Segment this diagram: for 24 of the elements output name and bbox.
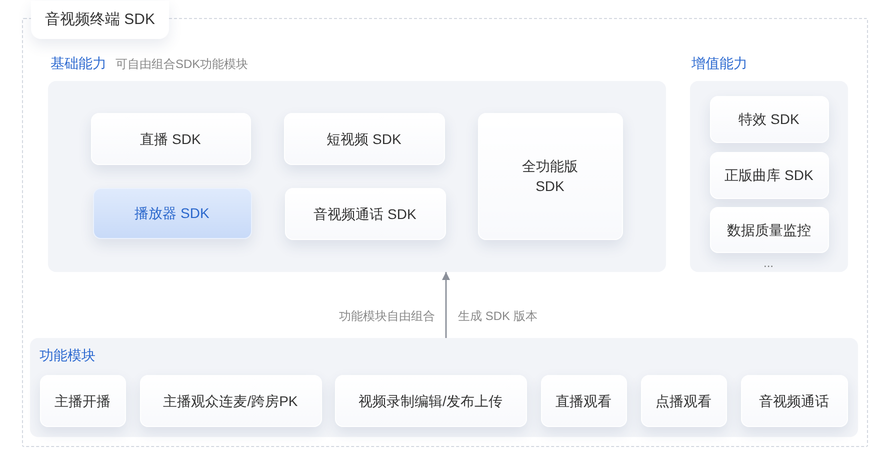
section-heading: 功能模块 — [40, 346, 96, 364]
module-card: 主播观众连麦/跨房PK — [140, 374, 322, 426]
module-card: 数据质量监控 — [710, 206, 828, 252]
arrow-caption: 功能模块自由组合 — [339, 308, 435, 324]
module-card: 短视频 SDK — [284, 112, 444, 164]
section-subtitle: 可自由组合SDK功能模块 — [116, 56, 248, 72]
module-card: 点播观看 — [640, 374, 726, 426]
title-tab: 音视频终端 SDK — [31, 1, 170, 39]
module-card: 主播开播 — [40, 374, 126, 426]
module-card: 音视频通话 — [740, 374, 848, 426]
section-heading: 增值能力 — [692, 54, 748, 72]
module-card: 全功能版 SDK — [478, 112, 622, 240]
arrow — [442, 272, 450, 338]
arrow-caption: 生成 SDK 版本 — [458, 308, 538, 324]
ellipsis: ... — [762, 256, 774, 270]
module-card: 直播 SDK — [90, 112, 250, 164]
panel — [30, 338, 858, 436]
module-card: 特效 SDK — [710, 96, 828, 142]
section-heading: 基础能力 — [50, 54, 106, 72]
module-card: 音视频通话 SDK — [284, 188, 446, 240]
module-card: 播放器 SDK — [92, 188, 252, 238]
module-card: 直播观看 — [540, 374, 626, 426]
module-card: 视频录制编辑/发布上传 — [334, 374, 526, 426]
module-card: 正版曲库 SDK — [710, 152, 828, 198]
